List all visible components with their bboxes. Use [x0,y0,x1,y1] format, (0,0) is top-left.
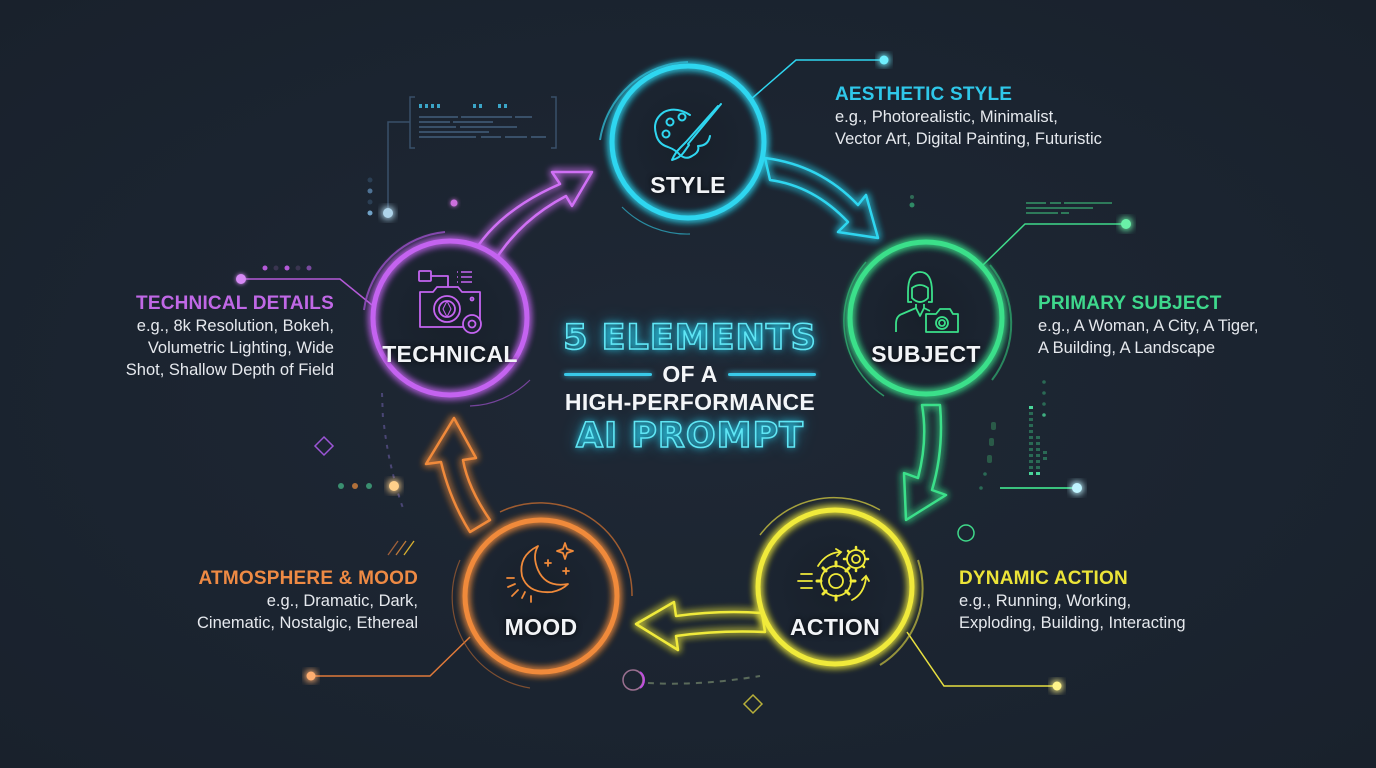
mood-line-2: Cinematic, Nostalgic, Ethereal [196,614,418,632]
node-mood-ring [451,502,633,689]
action-heading: DYNAMIC ACTION [959,568,1128,589]
style-line-2: Vector Art, Digital Painting, Futuristic [835,130,1102,148]
style-description: AESTHETIC STYLE e.g., Photorealistic, Mi… [835,84,1102,150]
camera-settings-icon [418,270,482,334]
title-line-1: 5 ELEMENTS [562,317,817,359]
node-technical-ring [363,231,531,407]
person-camera-icon [895,271,959,333]
mood-heading: ATMOSPHERE & MOOD [198,568,418,589]
technical-heading: TECHNICAL DETAILS [136,293,334,314]
decor-left-middle [313,392,415,556]
decor-subject-connector [909,195,1131,266]
title-line-2: OF A [662,361,718,387]
node-subject-ring [843,239,1013,397]
action-line-2: Exploding, Building, Interacting [959,614,1186,632]
mood-description: ATMOSPHERE & MOOD e.g., Dramatic, Dark, … [197,568,418,634]
subject-heading: PRIMARY SUBJECT [1038,293,1222,314]
arrow-subject-to-action [902,403,948,522]
technical-line-3: Shot, Shallow Depth of Field [125,361,334,379]
decor-technical-connector [236,265,373,306]
title-divider-right [727,372,816,376]
center-title: 5 ELEMENTS OF A HIGH-PERFORMANCE AI PROM… [540,317,840,457]
arrow-style-to-subject [763,156,880,240]
node-style-ring [599,61,767,235]
gears-motion-icon [797,545,870,602]
node-technical-label: TECHNICAL [382,341,518,367]
decor-code-block [367,96,557,218]
connector-lines [306,55,1062,691]
node-subject-label: SUBJECT [871,341,981,367]
decor-equalizer [957,380,1082,542]
title-line-3: HIGH-PERFORMANCE [564,389,816,415]
node-mood-label: MOOD [504,614,578,640]
title-divider-left [564,372,653,376]
arrow-technical-to-style [472,170,594,264]
style-heading: AESTHETIC STYLE [835,84,1013,105]
node-action-label: ACTION [790,614,880,640]
technical-description: TECHNICAL DETAILS e.g., 8k Resolution, B… [126,293,334,381]
subject-line-1: e.g., A Woman, A City, A Tiger, [1038,317,1259,335]
subject-description: PRIMARY SUBJECT e.g., A Woman, A City, A… [1038,293,1258,359]
subject-line-2: A Building, A Landscape [1038,339,1216,357]
mood-line-1: e.g., Dramatic, Dark, [266,592,418,610]
arrow-action-to-mood [634,600,767,652]
node-style-label: STYLE [650,172,726,198]
decor-bottom-middle [622,669,764,715]
palette-brush-icon [654,103,722,161]
title-divider-row: OF A [540,360,840,388]
arrow-mood-to-technical [424,416,492,534]
node-action-ring [755,496,924,667]
action-line-1: e.g., Running, Working, [959,592,1132,610]
action-description: DYNAMIC ACTION e.g., Running, Working, E… [959,568,1186,634]
technical-line-1: e.g., 8k Resolution, Bokeh, [136,317,334,335]
title-line-4: AI PROMPT [575,415,804,457]
moon-stars-icon [506,542,574,603]
technical-line-2: Volumetric Lighting, Wide [147,339,334,357]
style-line-1: e.g., Photorealistic, Minimalist, [835,108,1058,126]
